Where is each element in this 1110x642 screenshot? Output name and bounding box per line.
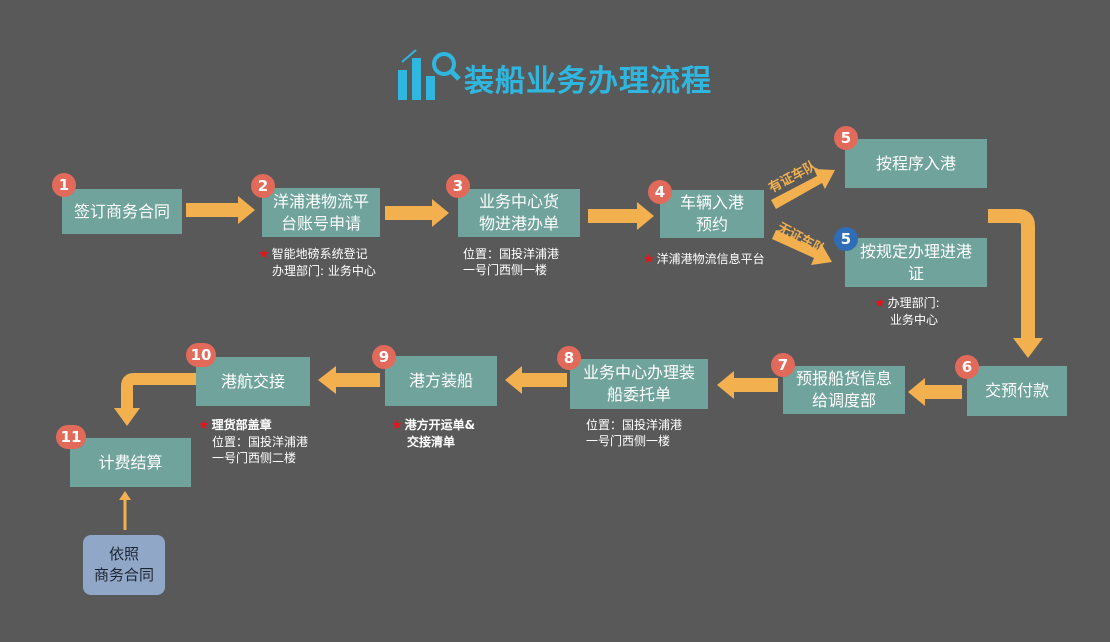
step-2-label: 洋浦港物流平台账号申请 <box>272 191 369 233</box>
step-8-label: 业务中心办理装船委托单 <box>582 363 695 404</box>
step-1-box: 签订商务合同 <box>62 189 182 234</box>
step-5a-badge: 5 <box>834 126 858 150</box>
basis-line1: 依照 <box>108 545 139 563</box>
arrow-4-5b <box>772 230 832 265</box>
chart-search-icon <box>398 49 461 100</box>
arrow-10-11 <box>121 373 196 410</box>
arrow-9-10 <box>318 366 380 394</box>
star-icon: ★ <box>643 252 655 267</box>
star-icon: ★ <box>874 296 886 311</box>
step-4-box: 车辆入港预约 <box>660 190 764 238</box>
step-5a-label: 按程序入港 <box>875 153 956 173</box>
step-7-badge: 7 <box>771 353 795 377</box>
star-icon: ★ <box>391 418 403 433</box>
star-icon: ★ <box>198 418 210 433</box>
page-title: 装船业务办理流程 <box>464 64 712 99</box>
step-10-badge: 10 <box>186 343 216 367</box>
note-step-8: 位置：国投洋浦港 一号门西侧一楼 <box>586 418 683 448</box>
step-1-badge: 1 <box>52 173 76 197</box>
arrow-5-6 <box>988 209 1035 340</box>
note-step-3: 位置：国投洋浦港 一号门西侧一楼 <box>463 247 560 277</box>
arrow-4-5a <box>771 169 835 209</box>
step-2-badge: 2 <box>251 174 275 198</box>
step-6-label: 交预付款 <box>984 381 1049 400</box>
note-step-9: ★港方开运单& 交接清单 <box>391 418 476 449</box>
note-step-10: ★理货部盖章 位置：国投洋浦港 一号门西侧二楼 <box>198 418 309 465</box>
step-9-box: 港方装船 <box>385 356 497 406</box>
arrow-2-3 <box>385 199 449 227</box>
arrow-1-2 <box>186 196 255 224</box>
arrow-7-8 <box>717 371 778 399</box>
step-5b-box: 按规定办理进港证 <box>845 238 987 287</box>
step-5b-label: 按规定办理进港证 <box>859 241 972 283</box>
step-9-label: 港方装船 <box>408 371 473 390</box>
step-5b-badge: 5 <box>834 227 858 251</box>
note-step-2: ★智能地磅系统登记 办理部门: 业务中心 <box>258 247 376 278</box>
step-11-badge: 11 <box>56 425 86 449</box>
basis-line2: 商务合同 <box>93 566 154 584</box>
step-8-box: 业务中心办理装船委托单 <box>570 359 708 409</box>
step-3-label: 业务中心货物进港办单 <box>478 192 559 233</box>
step-10-box: 港航交接 <box>196 357 310 406</box>
step-11-box: 计费结算 <box>70 438 191 487</box>
step-2-box: 洋浦港物流平台账号申请 <box>262 188 380 237</box>
step-8-badge: 8 <box>557 346 581 370</box>
step-3-badge: 3 <box>446 174 470 198</box>
step-4-label: 车辆入港预约 <box>679 193 744 234</box>
basis-box: 依照 商务合同 <box>83 535 165 595</box>
step-4-badge: 4 <box>648 180 672 204</box>
step-3-box: 业务中心货物进港办单 <box>458 189 580 237</box>
step-6-box: 交预付款 <box>967 366 1067 416</box>
step-10-label: 港航交接 <box>220 371 285 391</box>
step-7-label: 预报船货信息给调度部 <box>795 369 892 410</box>
step-5a-box: 按程序入港 <box>845 139 987 188</box>
step-11-label: 计费结算 <box>98 452 163 472</box>
step-9-badge: 9 <box>372 345 396 369</box>
note-step-4: ★洋浦港物流信息平台 <box>643 252 765 267</box>
star-icon: ★ <box>258 247 270 262</box>
arrow-8-9 <box>505 366 567 394</box>
step-1-label: 签订商务合同 <box>73 201 170 221</box>
arrow-6-7 <box>908 378 962 406</box>
step-7-box: 预报船货信息给调度部 <box>783 366 905 414</box>
arrow-3-4 <box>588 202 654 230</box>
note-step-5: ★办理部门: 业务中心 <box>874 296 940 327</box>
step-6-badge: 6 <box>955 355 979 379</box>
